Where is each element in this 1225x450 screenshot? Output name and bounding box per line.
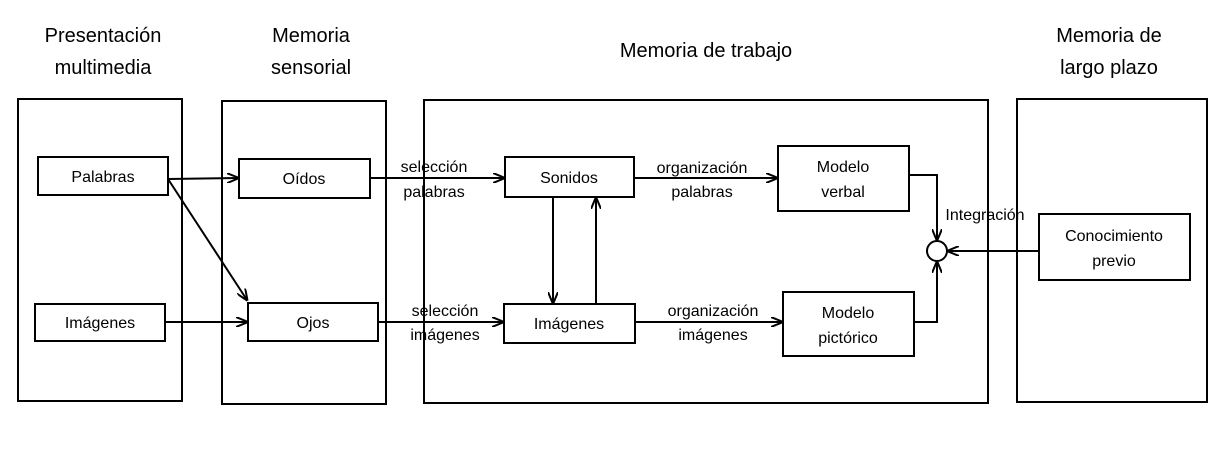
ears-label: Oídos (283, 171, 326, 188)
organize-words-line1: organización (657, 160, 748, 177)
header-sensory-line1: Memoria (272, 25, 351, 47)
images-wm-label: Imágenes (534, 316, 604, 333)
header-longterm-line1: Memoria de (1056, 25, 1162, 47)
organize-words-line2: palabras (671, 184, 732, 201)
eyes-label: Ojos (297, 315, 330, 332)
arrow-verbal-integration (909, 174, 937, 240)
verbal-model-line2: verbal (821, 184, 865, 201)
verbal-model-box (777, 145, 910, 212)
sounds-label: Sonidos (540, 170, 598, 187)
header-sensory-line2: sensorial (271, 57, 351, 79)
sounds-box (504, 156, 635, 198)
header-longterm-line2: largo plazo (1060, 57, 1158, 79)
eyes-box (247, 302, 379, 342)
prior-knowledge-line2: previo (1092, 253, 1136, 270)
select-words-line1: selección (401, 159, 468, 176)
arrow-words-eyes (167, 178, 247, 300)
sensory-container (221, 100, 387, 405)
prior-knowledge-box (1038, 213, 1191, 281)
organize-images-line2: imágenes (678, 327, 747, 344)
images-wm-box (503, 303, 636, 344)
arrow-words-ears (167, 178, 238, 179)
integration-node (926, 240, 948, 262)
words-label: Palabras (71, 169, 134, 186)
images-input-box (34, 303, 166, 342)
header-presentation-line1: Presentación (45, 25, 162, 47)
pictorial-model-box (782, 291, 915, 357)
select-images-line2: imágenes (410, 327, 479, 344)
organize-images-line1: organización (668, 303, 759, 320)
header-working-memory: Memoria de trabajo (620, 40, 792, 62)
verbal-model-line1: Modelo (817, 159, 870, 176)
integration-label: Integración (945, 207, 1024, 224)
images-input-label: Imágenes (65, 315, 135, 332)
select-words-line2: palabras (403, 184, 464, 201)
select-images-line1: selección (412, 303, 479, 320)
arrow-pictorial-integration (914, 262, 937, 323)
presentation-container (17, 98, 183, 402)
header-presentation-line2: multimedia (55, 57, 153, 79)
ears-box (238, 158, 371, 199)
pictorial-model-line1: Modelo (822, 305, 875, 322)
pictorial-model-line2: pictórico (818, 330, 878, 347)
words-box (37, 156, 169, 196)
prior-knowledge-line1: Conocimiento (1065, 228, 1163, 245)
